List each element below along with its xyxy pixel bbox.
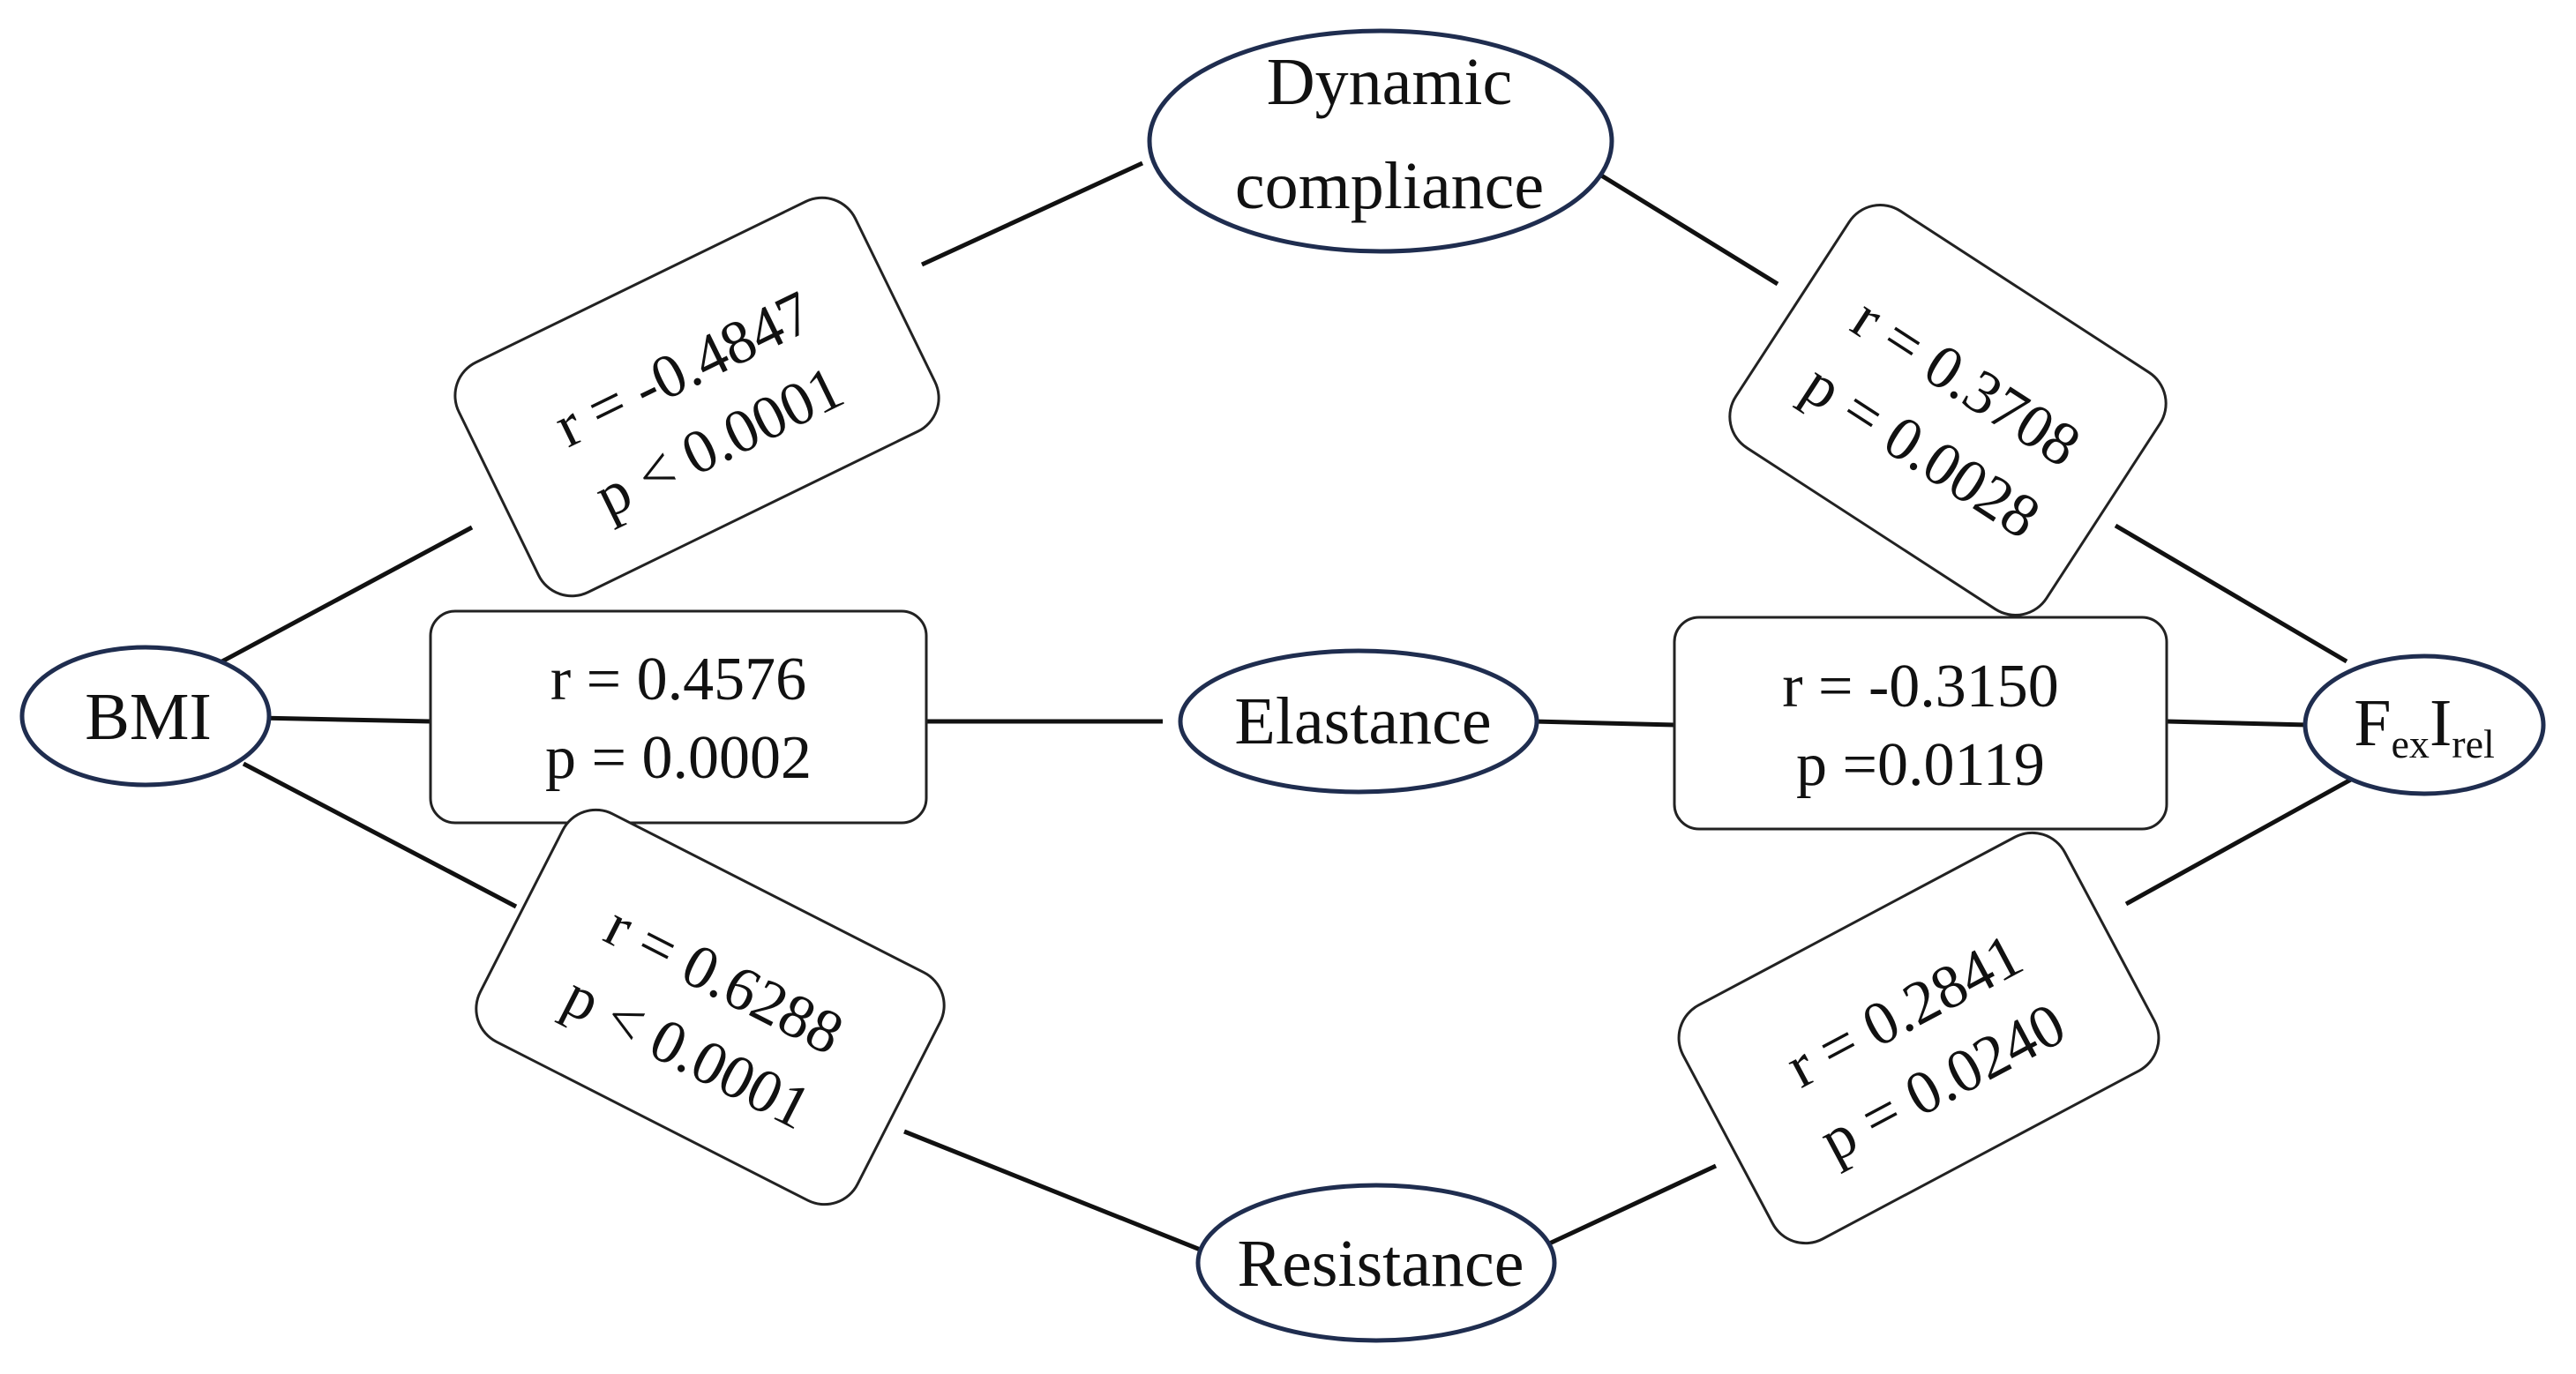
edge-bmi-resistance-b	[903, 1129, 1208, 1255]
box-bmi-elastance-p: p = 0.0002	[545, 724, 812, 792]
correlation-box-resistance-fexirel: r = 0.2841 p = 0.0240	[1677, 831, 2160, 1245]
edge-resistance-fexirel-b	[2124, 773, 2359, 907]
edge-bmi-dynamic-b	[920, 161, 1144, 267]
node-elastance-label: Elastance	[1234, 684, 1491, 758]
correlation-box-elastance-fexirel: r = -0.3150 p =0.0119	[1673, 616, 2168, 831]
box-elastance-fexirel-r: r = -0.3150	[1782, 653, 2059, 721]
correlation-box-dynamic-fexirel: r = 0.3708 p = 0.0028	[1728, 204, 2168, 616]
node-resistance-label: Resistance	[1237, 1227, 1524, 1301]
node-bmi-label: BMI	[85, 680, 212, 754]
edge-elastance-fexirel-b	[2166, 719, 2309, 728]
node-dynamic-compliance-line2: compliance	[1235, 149, 1544, 223]
edge-resistance-fexirel-a	[1544, 1163, 1718, 1248]
node-bmi: BMI	[19, 645, 272, 788]
box-bmi-elastance-r: r = 0.4576	[550, 646, 806, 713]
edge-elastance-fexirel-a	[1532, 719, 1675, 728]
edge-dynamic-fexirel-a	[1597, 171, 1779, 287]
correlation-box-bmi-resistance: r = 0.6288 p < 0.0001	[475, 808, 946, 1206]
node-resistance: Resistance	[1195, 1183, 1557, 1343]
fexirel-i: I	[2430, 686, 2452, 760]
correlation-box-bmi-elastance: r = 0.4576 p = 0.0002	[429, 609, 928, 825]
connector-lines	[217, 161, 2359, 1255]
fexirel-f: F	[2354, 686, 2391, 760]
node-dynamic-compliance: Dynamic compliance	[1147, 28, 1614, 254]
edge-bmi-resistance-a	[242, 761, 518, 909]
node-elastance: Elastance	[1178, 648, 1539, 795]
node-fexirel: FexIrel	[2303, 653, 2546, 796]
correlation-box-bmi-dynamic: r = -0.4847 p < 0.0001	[453, 196, 940, 598]
fexirel-ex: ex	[2392, 721, 2430, 766]
edge-bmi-dynamic-a	[217, 525, 474, 666]
node-dynamic-compliance-line1: Dynamic	[1267, 45, 1513, 119]
edge-bmi-elastance-a	[257, 715, 431, 724]
fexirel-rel: rel	[2452, 721, 2495, 766]
node-fexirel-label: FexIrel	[2354, 686, 2495, 766]
edge-dynamic-fexirel-b	[2114, 523, 2348, 664]
box-elastance-fexirel-p: p =0.0119	[1796, 731, 2045, 799]
